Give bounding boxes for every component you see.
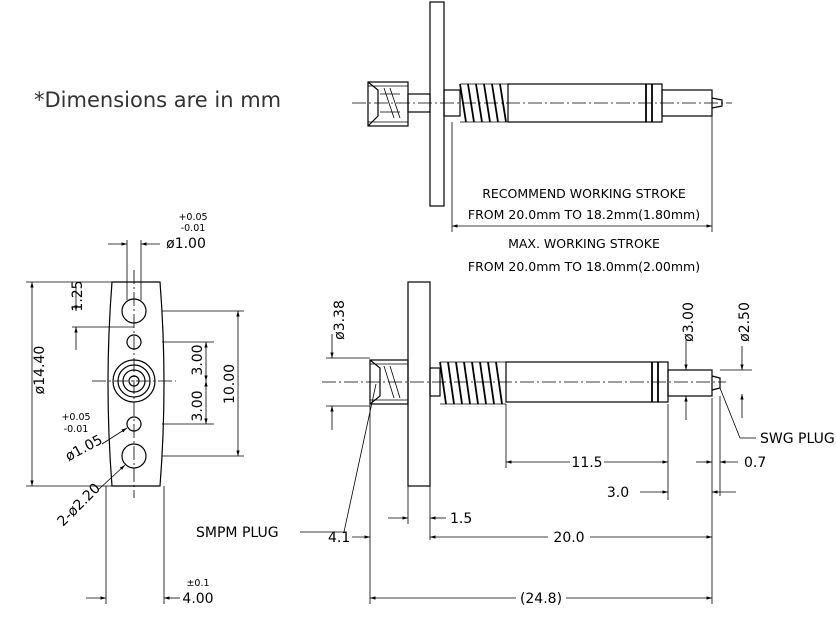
end-view-outline (107, 281, 165, 487)
top-smpm-head (367, 81, 409, 127)
length-4-1-label: 4.1 (328, 530, 350, 546)
smpm-plug-label: SMPM PLUG (196, 525, 279, 541)
tip-diameter-label: ø2.50 (737, 302, 753, 342)
top-view: RECOMMEND WORKING STROKE FROM 20.0mm TO … (352, 1, 732, 274)
pin-tol-lower: -0.01 (181, 223, 206, 234)
side-view: ø3.38 ø3.00 ø2.50 SWG PLUG SMPM PLUG 11.… (196, 281, 835, 607)
max-stroke-range: FROM 20.0mm TO 18.0mm(2.00mm) (468, 259, 700, 274)
pin-hole-top (126, 334, 142, 350)
length-20-0-label: 20.0 (553, 530, 584, 546)
length-24-8-label: (24.8) (520, 591, 562, 607)
pin-diameter-label: ø1.00 (166, 236, 206, 252)
recommend-stroke-range: FROM 20.0mm TO 18.2mm(1.80mm) (468, 207, 700, 222)
length-0-7-label: 0.7 (744, 455, 766, 471)
end-view: +0.05 -0.01 ø1.00 1.25 ø14.40 3.00 3.00 … (26, 212, 244, 607)
recommend-stroke-title: RECOMMEND WORKING STROKE (482, 186, 686, 201)
swg-plug-label: SWG PLUG (760, 431, 835, 447)
side-smpm-head (369, 359, 409, 405)
small-pin-tol-upper: +0.05 (61, 412, 90, 423)
max-stroke-title: MAX. WORKING STROKE (508, 236, 660, 251)
width-tol: ±0.1 (186, 578, 209, 589)
side-spring (439, 361, 506, 405)
smpm-diameter-label: ø3.38 (332, 300, 348, 340)
pin-hole-bottom (126, 416, 142, 432)
mount-hole-bottom (121, 443, 147, 469)
length-1-5-label: 1.5 (450, 511, 472, 527)
top-spring (459, 83, 508, 123)
width-label: 4.00 (182, 591, 213, 607)
side-flange (407, 281, 431, 487)
pin-tol-upper: +0.05 (178, 212, 207, 223)
length-3-0-label: 3.0 (607, 485, 629, 501)
small-pin-tol-lower: -0.01 (64, 424, 89, 435)
mount-holes-label: 2-ø2.20 (55, 481, 104, 530)
side-plunger (667, 369, 713, 397)
mount-hole-top (121, 298, 147, 324)
top-plunger (661, 89, 713, 117)
center-to-bottom-label: 3.00 (190, 390, 206, 421)
pitch-top-label: 1.25 (70, 280, 86, 311)
dimensions-note: *Dimensions are in mm (34, 88, 282, 112)
small-pin-diameter-label: ø1.05 (63, 432, 106, 465)
top-flange (429, 1, 445, 207)
overall-diameter-label: ø14.40 (32, 346, 48, 395)
length-11-5-label: 11.5 (571, 455, 602, 471)
smpm-port (112, 359, 156, 403)
body-diameter-label: ø3.00 (681, 302, 697, 342)
hole-spacing-label: 10.00 (222, 364, 238, 404)
center-to-top-label: 3.00 (190, 344, 206, 375)
